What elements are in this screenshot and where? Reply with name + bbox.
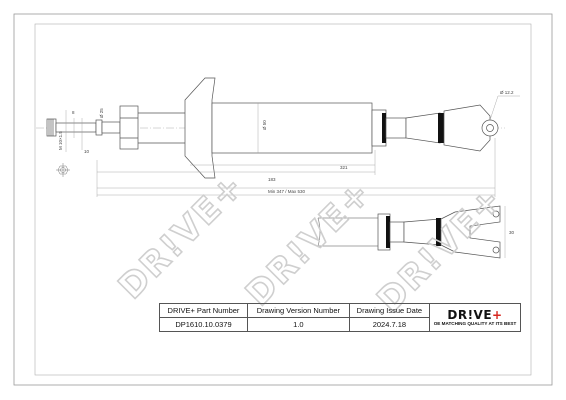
fork-detail-view	[317, 205, 501, 259]
thread-stud	[55, 122, 97, 133]
end-view-top	[56, 163, 70, 177]
body-cylinder	[211, 102, 373, 154]
value-part-number: DP1610.10.0379	[159, 317, 248, 332]
dim-total: Min 347 / Max 530	[268, 189, 306, 194]
inner-frame	[34, 23, 532, 376]
dim-shoulder: Ø 25	[99, 108, 104, 118]
watermark-1: DR!VE+	[111, 166, 252, 307]
top-nut	[46, 118, 57, 137]
lower-stem	[385, 117, 407, 139]
outer-frame	[13, 13, 553, 386]
header-version: Drawing Version Number	[246, 303, 350, 318]
logo-plus: +	[492, 307, 503, 322]
watermark-2: DR!VE+	[238, 173, 379, 314]
title-block: DRIVE+ Part Number Drawing Version Numbe…	[159, 303, 521, 332]
header-issue-date: Drawing Issue Date	[348, 303, 431, 318]
mount-plate	[184, 77, 216, 179]
dim-body-length: 321	[340, 165, 348, 170]
dimension-lines	[65, 95, 520, 197]
logo-tagline: OE MATCHING QUALITY AT ITS BEST	[433, 320, 517, 326]
dim-stud-length: 8	[72, 110, 75, 115]
washer	[95, 119, 103, 136]
logo-text: DR!VE	[447, 307, 493, 322]
header-part-number: DRIVE+ Part Number	[159, 303, 248, 318]
dim-thread: M 10×1.5	[58, 131, 63, 150]
lower-fork	[443, 104, 491, 152]
value-issue-date: 2024.7.18	[348, 317, 431, 332]
dim-left-small: 10	[84, 149, 90, 154]
dim-body-dia: Ø 50	[262, 120, 267, 130]
dim-eye: Ø 12.2	[500, 90, 514, 95]
piston-rod	[101, 121, 121, 134]
shock-absorber	[46, 77, 499, 179]
stem-taper	[405, 112, 441, 144]
brand-logo: DR!VE+ OE MATCHING QUALITY AT ITS BEST	[429, 303, 521, 332]
dim-stroke: 183	[268, 177, 276, 182]
value-version: 1.0	[246, 317, 350, 332]
dust-boot	[119, 105, 139, 150]
dim-fork-width: 30	[509, 230, 515, 235]
